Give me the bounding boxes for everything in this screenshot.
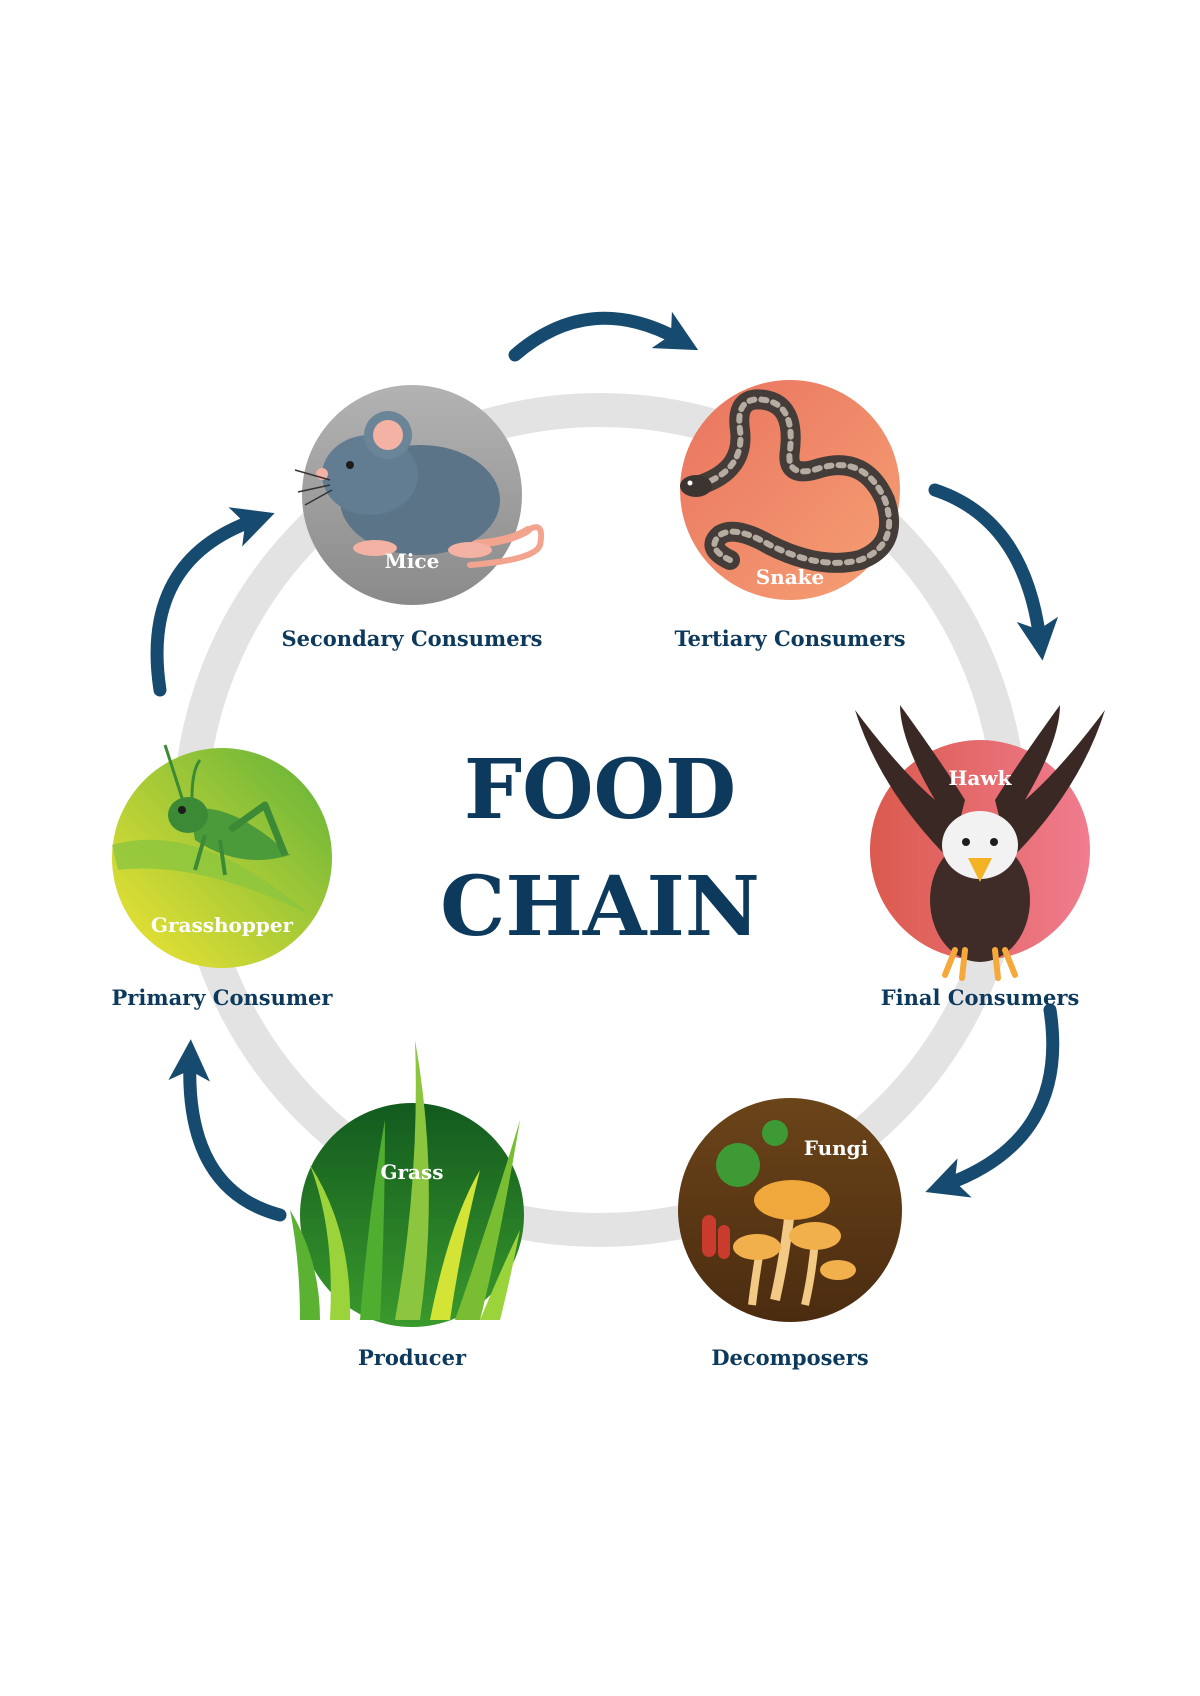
decomposers-label: Decomposers — [711, 1345, 868, 1370]
hawk-name-label: Hawk — [949, 766, 1013, 790]
mushroom-icon — [702, 1120, 856, 1306]
arrow-mice-to-snake — [508, 311, 699, 362]
arrow-grass-to-grasshopper — [150, 507, 275, 697]
snake-name-label: Snake — [756, 565, 825, 589]
primary-consumer-label: Primary Consumer — [112, 985, 334, 1010]
node-grasshopper: Grasshopper — [112, 744, 332, 968]
grass-name-label: Grass — [380, 1160, 443, 1184]
title-line-2: CHAIN — [440, 859, 760, 955]
leaf-shape — [112, 839, 310, 915]
mice-name-label: Mice — [385, 549, 440, 573]
title-line-1: FOOD — [464, 742, 736, 838]
node-snake: Snake — [680, 380, 900, 600]
grasshopper-icon — [163, 744, 290, 876]
grass-icon — [290, 1040, 520, 1320]
fungi-name-label: Fungi — [804, 1136, 869, 1160]
node-hawk: Hawk — [855, 705, 1105, 981]
snake-icon — [680, 389, 900, 573]
producer-label: Producer — [358, 1345, 467, 1370]
node-fungi: Fungi — [678, 1098, 902, 1322]
arrow-snake-to-hawk — [928, 483, 1059, 661]
mouse-icon — [294, 411, 545, 568]
tertiary-consumers-label: Tertiary Consumers — [674, 626, 905, 651]
grasshopper-name-label: Grasshopper — [151, 913, 294, 937]
node-grass: Grass — [290, 1040, 524, 1327]
hawk-icon — [855, 705, 1105, 981]
cycle-arrows — [150, 311, 1060, 1222]
arrow-fungi-to-grass — [168, 1039, 287, 1222]
node-mice: Mice — [294, 385, 545, 605]
final-consumers-label: Final Consumers — [881, 985, 1080, 1010]
arrow-hawk-to-fungi — [925, 1003, 1060, 1198]
secondary-consumers-label: Secondary Consumers — [281, 626, 542, 651]
